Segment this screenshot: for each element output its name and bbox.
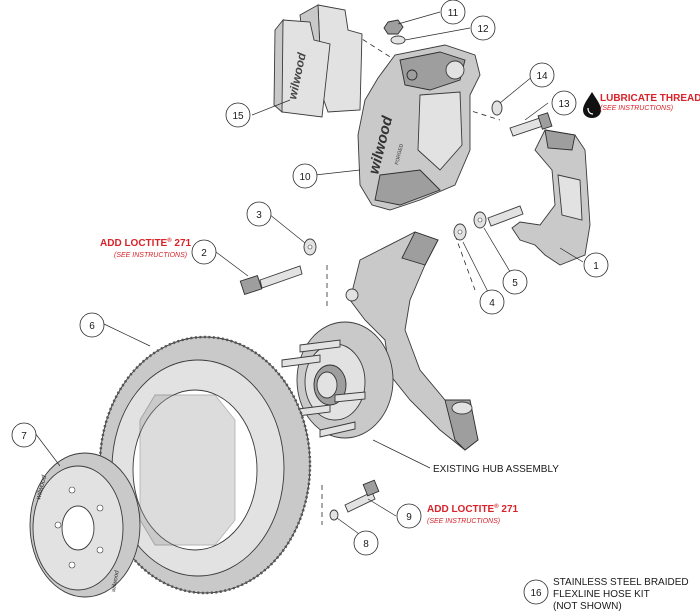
- svg-text:8: 8: [363, 539, 369, 550]
- hub-assembly-label: EXISTING HUB ASSEMBLY: [433, 464, 559, 475]
- lubricate-sub: (SEE INSTRUCTIONS): [600, 105, 673, 112]
- rotor: [98, 335, 312, 595]
- oil-drop-icon: [583, 92, 601, 118]
- loctite-num: 271: [499, 504, 519, 515]
- loctite-note-hat: ADD LOCTITE® 271 (SEE INSTRUCTIONS): [427, 503, 519, 525]
- hub-assembly: [281, 321, 394, 439]
- callout-12: 12: [470, 15, 496, 41]
- callout-16: 16: [523, 579, 549, 605]
- svg-text:1: 1: [593, 261, 599, 272]
- svg-text:9: 9: [406, 512, 412, 523]
- loctite-reg: ®: [167, 237, 172, 244]
- callout-14: 14: [529, 62, 555, 88]
- rotor-hat: wilwood wilwood: [29, 452, 141, 598]
- bracket-bolt-2: [239, 265, 303, 296]
- lubricate-title: LUBRICATE THREADS: [600, 93, 700, 104]
- svg-text:6: 6: [89, 321, 95, 332]
- callout-10: 10: [292, 163, 318, 189]
- loctite-note-bracket: ADD LOCTITE® 271 (SEE INSTRUCTIONS): [100, 237, 192, 259]
- callout-13: 13: [551, 90, 577, 116]
- callout-6: 6: [79, 312, 105, 338]
- callout-7: 7: [11, 422, 37, 448]
- washer-14: [491, 100, 503, 116]
- callout-8: 8: [353, 530, 379, 556]
- svg-text:(NOT SHOWN): (NOT SHOWN): [553, 601, 622, 612]
- svg-text:ADD LOCTITE® 271: ADD LOCTITE® 271: [427, 503, 519, 515]
- hat-rim-brand-mark: wilwood: [111, 570, 121, 593]
- svg-text:5: 5: [512, 278, 518, 289]
- mounting-bracket: [511, 129, 591, 266]
- loctite-reg: ®: [494, 503, 499, 510]
- loctite-sub: (SEE INSTRUCTIONS): [114, 252, 187, 259]
- svg-text:11: 11: [448, 8, 459, 19]
- svg-text:7: 7: [21, 431, 27, 442]
- loctite-sub: (SEE INSTRUCTIONS): [427, 518, 500, 525]
- callout-1: 1: [583, 252, 609, 278]
- caliper: wilwood FORGED: [357, 44, 481, 211]
- bleeder-screw: [383, 19, 406, 45]
- callout-5: 5: [502, 269, 528, 295]
- svg-text:FLEXLINE HOSE KIT: FLEXLINE HOSE KIT: [553, 589, 650, 600]
- callout-2: 2: [191, 239, 217, 265]
- callout-4: 4: [479, 289, 505, 315]
- svg-text:15: 15: [232, 111, 244, 122]
- svg-text:13: 13: [558, 99, 570, 110]
- spindle-knuckle: [345, 231, 479, 451]
- svg-text:10: 10: [299, 172, 311, 183]
- callout-15: 15: [225, 102, 251, 128]
- loctite-num: 271: [172, 238, 192, 249]
- hat-bolt: [344, 479, 380, 513]
- caliper-sub-mark: FORGED: [394, 143, 405, 166]
- callout-9: 9: [396, 503, 422, 529]
- loctite-title: ADD LOCTITE: [100, 238, 168, 249]
- svg-text:14: 14: [536, 71, 548, 82]
- lubricate-note: LUBRICATE THREADS (SEE INSTRUCTIONS): [583, 92, 700, 118]
- callout-3: 3: [246, 201, 272, 227]
- svg-text:3: 3: [256, 210, 262, 221]
- svg-text:2: 2: [201, 248, 207, 259]
- hose-kit-note: STAINLESS STEEL BRAIDED FLEXLINE HOSE KI…: [553, 577, 689, 612]
- svg-text:4: 4: [489, 298, 495, 309]
- svg-text:ADD LOCTITE® 271: ADD LOCTITE® 271: [100, 237, 192, 249]
- svg-text:12: 12: [477, 24, 489, 35]
- loctite-title: ADD LOCTITE: [427, 504, 495, 515]
- svg-text:STAINLESS STEEL BRAIDED: STAINLESS STEEL BRAIDED: [553, 577, 689, 588]
- brake-pads: wilwood: [273, 4, 363, 118]
- bracket-shims: [453, 205, 524, 241]
- washer-8: [329, 509, 339, 521]
- callout-11: 11: [440, 0, 466, 25]
- svg-text:16: 16: [530, 588, 542, 599]
- bracket-bolt: [509, 112, 553, 137]
